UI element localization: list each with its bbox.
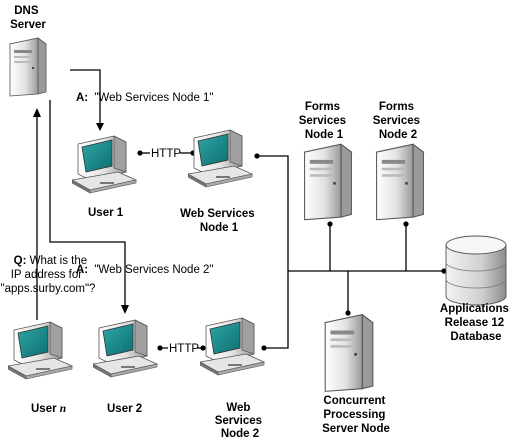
forms1-label-line3: Node 1 (305, 129, 344, 141)
question-line3: "apps.surby.com"? (1, 283, 96, 295)
ws-node1-label-line2: Node 1 (200, 222, 239, 234)
forms2-label-line3: Node 2 (379, 129, 417, 141)
answer2-text: "Web Services Node 2" (94, 264, 213, 276)
dns-server-label-line1: DNS (14, 5, 39, 17)
user1-label: User 1 (88, 207, 124, 219)
ws-node1-label-line1: Web Services (180, 208, 255, 220)
dns-to-user1-arrow (70, 69, 101, 124)
concurrent-label-line2: Processing (323, 409, 385, 421)
question-prefix: Q: (14, 255, 27, 267)
ws-node2-label-line1: Web (226, 402, 250, 414)
forms1-label-line1: Forms (305, 101, 340, 113)
dns-server-label-line2: Server (10, 19, 46, 31)
ws-node1-computer-icon (188, 129, 253, 188)
ws-node2-label-line3: Node 2 (221, 428, 259, 440)
dot-forms1 (327, 221, 333, 227)
ws-node2-label: Web Services Node 2 (215, 402, 266, 440)
arrowhead-dns (33, 108, 41, 117)
ws-node2-computer-icon (200, 317, 265, 376)
answer1-prefix: A: (76, 92, 88, 104)
forms1-label-line2: Services (299, 115, 346, 127)
arrowhead-user2 (121, 305, 129, 314)
dot-user1 (137, 150, 143, 156)
concurrent-server-icon (324, 313, 374, 393)
database-cylinder-icon (445, 235, 507, 306)
http2-label: HTTP (169, 343, 199, 355)
db-label-line1: Applications (440, 303, 509, 315)
arrowhead-user1 (96, 123, 104, 131)
dot-user2 (157, 345, 163, 351)
usern-label: User n (31, 403, 66, 415)
user1-computer-icon (72, 135, 137, 194)
answer1-annotation: A: "Web Services Node 1" (76, 92, 214, 104)
usern-computer-icon (8, 321, 73, 380)
question-line2: IP address for (11, 269, 83, 281)
concurrent-label-line3: Server Node (322, 423, 390, 435)
forms2-server-icon (375, 143, 425, 221)
dns-to-user2-arrow (49, 100, 126, 306)
answer2-prefix: A: (76, 264, 88, 276)
forms2-label-line1: Forms (379, 101, 414, 113)
dot-ws2 (200, 345, 206, 351)
db-label-line3: Database (450, 331, 501, 343)
usern-label-prefix: User (31, 403, 60, 415)
dot-forms2 (403, 221, 409, 227)
dns-server-icon (9, 37, 47, 97)
dot-concurrent (345, 310, 351, 316)
http1-label: HTTP (151, 148, 181, 160)
answer1-text: "Web Services Node 1" (94, 92, 213, 104)
question-line1: Q: What is the (14, 255, 88, 267)
user2-computer-icon (93, 319, 158, 378)
ws1-to-backbone (257, 155, 289, 349)
forms2-label-line2: Services (373, 115, 420, 127)
forms1-server-icon (303, 143, 353, 221)
question-annotation: Q: What is the IP address for "apps.surb… (1, 255, 96, 295)
dot-ws1-out (254, 153, 260, 159)
concurrent-label-line1: Concurrent (323, 395, 385, 407)
question-line1-text: What is the (30, 255, 88, 267)
db-label-line2: Release 12 (445, 317, 504, 329)
ws-node2-label-line2: Services (215, 415, 262, 427)
ws-node1-label: Web Services Node 1 (180, 208, 258, 234)
answer2-annotation: A: "Web Services Node 2" (76, 264, 214, 276)
forms1-label: Forms Services Node 1 (299, 101, 350, 141)
db-label: Applications Release 12 Database (440, 303, 512, 343)
dot-db (441, 268, 447, 274)
dns-server-label: DNS Server (10, 5, 46, 31)
concurrent-label: Concurrent Processing Server Node (322, 395, 390, 435)
usern-label-var: n (60, 403, 66, 415)
dot-ws2-out (261, 345, 267, 351)
user2-label: User 2 (107, 403, 142, 415)
forms2-label: Forms Services Node 2 (373, 101, 424, 141)
